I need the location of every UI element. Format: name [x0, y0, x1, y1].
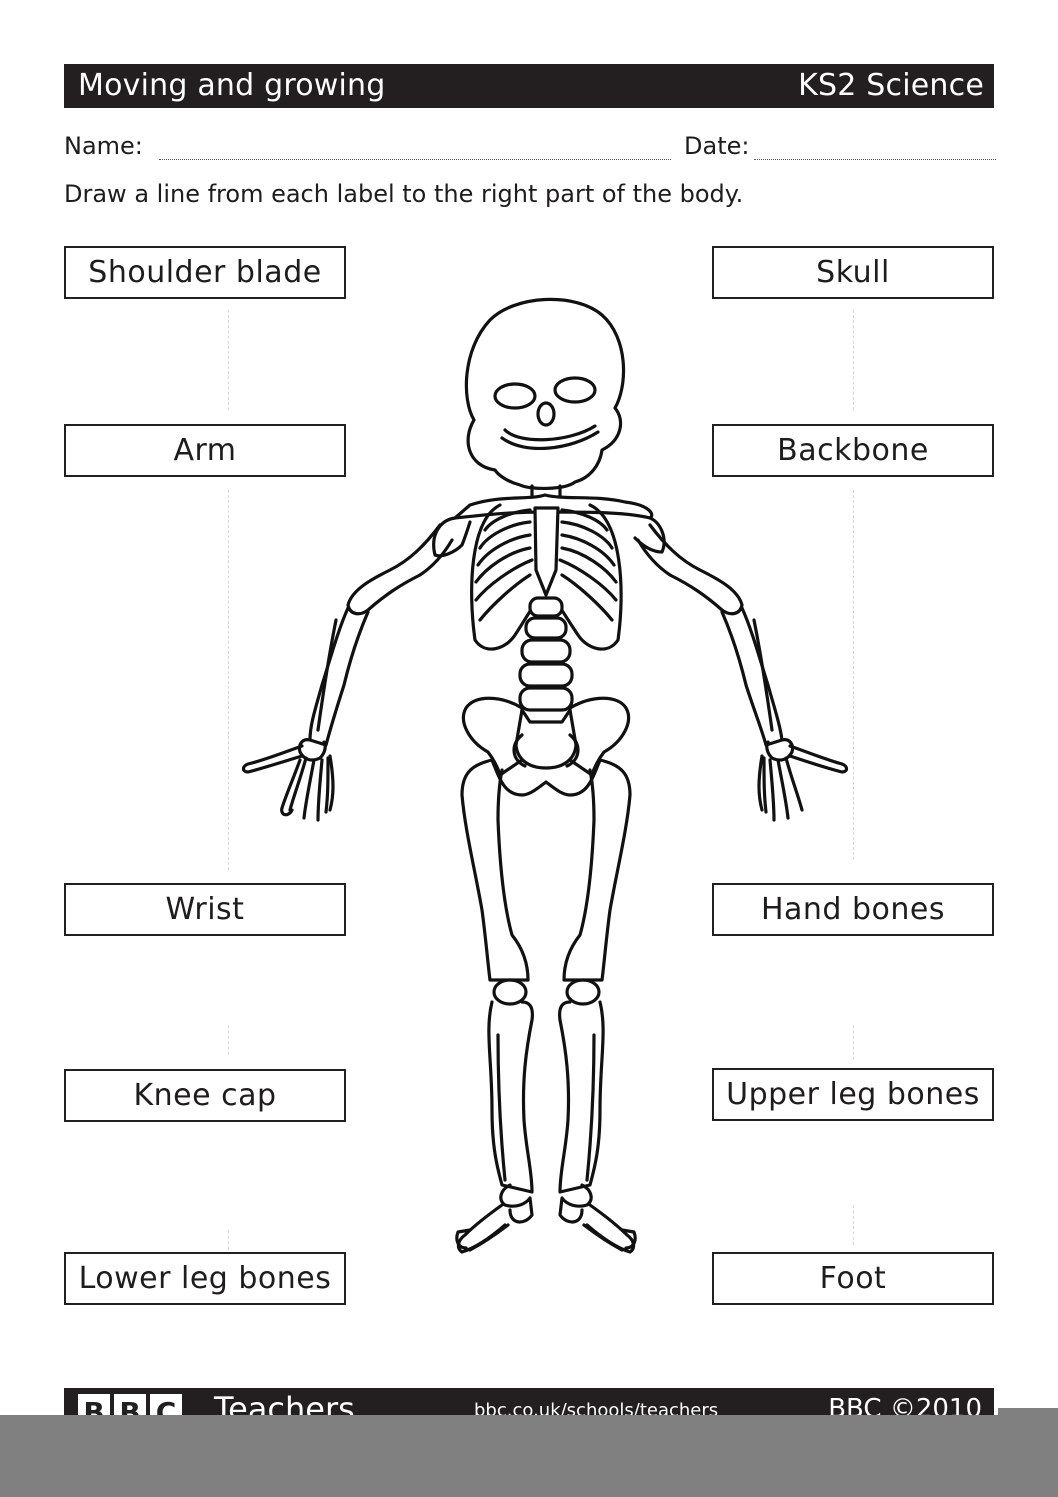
- label-hand-bones[interactable]: Hand bones: [712, 883, 994, 936]
- right-hand-icon: [757, 738, 849, 822]
- left-foot-icon: [455, 1183, 534, 1254]
- instruction-text: Draw a line from each label to the right…: [64, 180, 744, 208]
- name-date-row: Name: Date:: [64, 132, 996, 164]
- date-field[interactable]: [754, 159, 996, 160]
- spine-icon: [518, 596, 574, 712]
- label-knee-cap[interactable]: Knee cap: [64, 1069, 346, 1122]
- label-wrist[interactable]: Wrist: [64, 883, 346, 936]
- worksheet-header: Moving and growing KS2 Science: [64, 64, 994, 108]
- label-foot[interactable]: Foot: [712, 1252, 994, 1305]
- left-arm-icon: [308, 523, 454, 747]
- ribcage-icon: [470, 503, 623, 651]
- label-shoulder-blade[interactable]: Shoulder blade: [64, 246, 346, 299]
- guide-line: [853, 1025, 854, 1060]
- guide-line: [853, 1205, 854, 1245]
- guide-line: [228, 310, 229, 410]
- label-skull[interactable]: Skull: [712, 246, 994, 299]
- label-lower-leg-bones[interactable]: Lower leg bones: [64, 1252, 346, 1305]
- name-label: Name:: [64, 132, 143, 160]
- label-arm[interactable]: Arm: [64, 424, 346, 477]
- skull-icon: [464, 297, 626, 490]
- skeleton-illustration: [241, 297, 849, 1254]
- guide-line: [853, 310, 854, 410]
- date-label: Date:: [684, 132, 750, 160]
- guide-line: [228, 1230, 229, 1250]
- grey-overlay-edge: [998, 1408, 1058, 1497]
- label-backbone[interactable]: Backbone: [712, 424, 994, 477]
- guide-line: [228, 490, 229, 870]
- left-hand-icon: [241, 738, 335, 822]
- guide-line: [228, 1025, 229, 1055]
- right-foot-icon: [558, 1183, 637, 1254]
- subject-label: KS2 Science: [798, 68, 984, 103]
- grey-overlay: [0, 1415, 1058, 1497]
- lower-leg-icon: [487, 1000, 605, 1194]
- right-arm-icon: [636, 523, 784, 747]
- pelvis-icon: [461, 696, 631, 797]
- worksheet-title: Moving and growing: [78, 68, 386, 103]
- upper-leg-icon: [460, 758, 632, 982]
- kneecap-icon: [492, 978, 601, 1006]
- label-upper-leg-bones[interactable]: Upper leg bones: [712, 1068, 994, 1121]
- name-field[interactable]: [159, 159, 671, 160]
- guide-line: [853, 490, 854, 860]
